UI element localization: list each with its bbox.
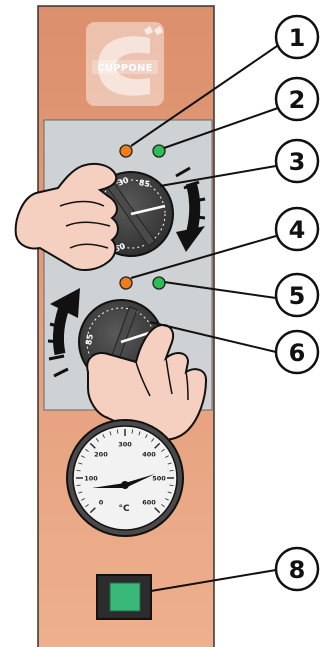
svg-text:4: 4 (289, 216, 306, 244)
thermometer-minor-tick (95, 438, 99, 442)
thermometer-minor-tick (116, 429, 119, 434)
callout-6: 6 (274, 329, 320, 375)
thermometer-minor-tick (85, 448, 89, 452)
callout-3: 3 (274, 138, 320, 184)
thermometer-minor-tick (76, 469, 81, 472)
thermometer-minor-tick (151, 438, 155, 442)
svg-text:8: 8 (289, 556, 306, 584)
lower-dial-label-1: 85 (84, 333, 95, 346)
svg-text:6: 6 (289, 339, 306, 367)
upper-orange-indicator-light (119, 144, 133, 158)
thermometer-minor-tick (131, 429, 134, 434)
thermometer-minor-tick (169, 469, 174, 472)
thermometer-minor-tick (161, 504, 165, 508)
svg-text:1: 1 (289, 24, 306, 52)
thermometer-minor-tick (138, 431, 141, 436)
thermometer-tick-labels: 0 100 200 300 400 500 600 (84, 441, 166, 507)
thermometer-minor-tick (78, 462, 83, 465)
thermometer-minor-tick (167, 462, 172, 465)
thermometer-minor-tick (167, 491, 172, 494)
counterclockwise-rotation-arrow (50, 288, 80, 356)
thermometer-tick-label: 400 (142, 450, 156, 458)
thermometer-major-tick (89, 442, 96, 449)
thermometer-tick-label: 0 (99, 499, 104, 507)
svg-text:2: 2 (289, 86, 306, 114)
thermometer-ticks (76, 429, 174, 514)
thermometer-minor-tick (102, 434, 105, 439)
upper-dial-label-1: 30 (116, 175, 130, 187)
thermometer-tick-label: 100 (84, 475, 98, 483)
callout-5: 5 (274, 272, 320, 318)
brand-logo-text: CUPPONE (97, 63, 152, 74)
thermometer-major-tick (89, 507, 96, 514)
thermometer-minor-tick (78, 491, 83, 494)
thermometer-minor-tick (81, 455, 86, 458)
oven-thermometer-gauge: 0 100 200 300 400 500 600 °C (66, 419, 184, 537)
upper-green-indicator-light (152, 144, 166, 158)
thermometer-minor-tick (76, 484, 81, 487)
thermometer-tick-label: 600 (142, 499, 156, 507)
thermometer-minor-tick (164, 498, 169, 501)
callout-leader-lines (130, 43, 281, 592)
thermometer-minor-tick (161, 448, 165, 452)
thermometer-major-tick (154, 507, 161, 514)
thermometer-minor-tick (169, 484, 174, 487)
brand-logo: CUPPONE (86, 22, 164, 106)
thermometer-minor-tick (85, 504, 89, 508)
main-power-switch[interactable] (96, 574, 152, 620)
callout-2: 2 (274, 76, 320, 122)
clockwise-rotation-arrow (176, 181, 205, 252)
thermometer-minor-tick (164, 455, 169, 458)
callout-8: 8 (274, 546, 320, 592)
thermometer-tick-label: 200 (94, 450, 108, 458)
thermometer-tick-label: 300 (118, 441, 132, 449)
upper-dial-label-2: 85 (138, 178, 151, 189)
thermometer-tick-label: 500 (152, 475, 166, 483)
thermometer-minor-tick (145, 434, 148, 439)
svg-text:5: 5 (289, 282, 306, 310)
callout-4: 4 (274, 206, 320, 252)
lower-green-indicator-light (152, 276, 166, 290)
svg-text:3: 3 (289, 148, 306, 176)
thermometer-minor-tick (109, 431, 112, 436)
lower-orange-indicator-light (119, 276, 133, 290)
thermometer-major-tick (154, 442, 161, 449)
hand-turning-upper-dial (14, 162, 119, 271)
thermometer-minor-tick (81, 498, 86, 501)
thermometer-unit: °C (118, 504, 130, 514)
hand-turning-lower-dial (86, 324, 208, 441)
callout-1: 1 (274, 14, 320, 60)
